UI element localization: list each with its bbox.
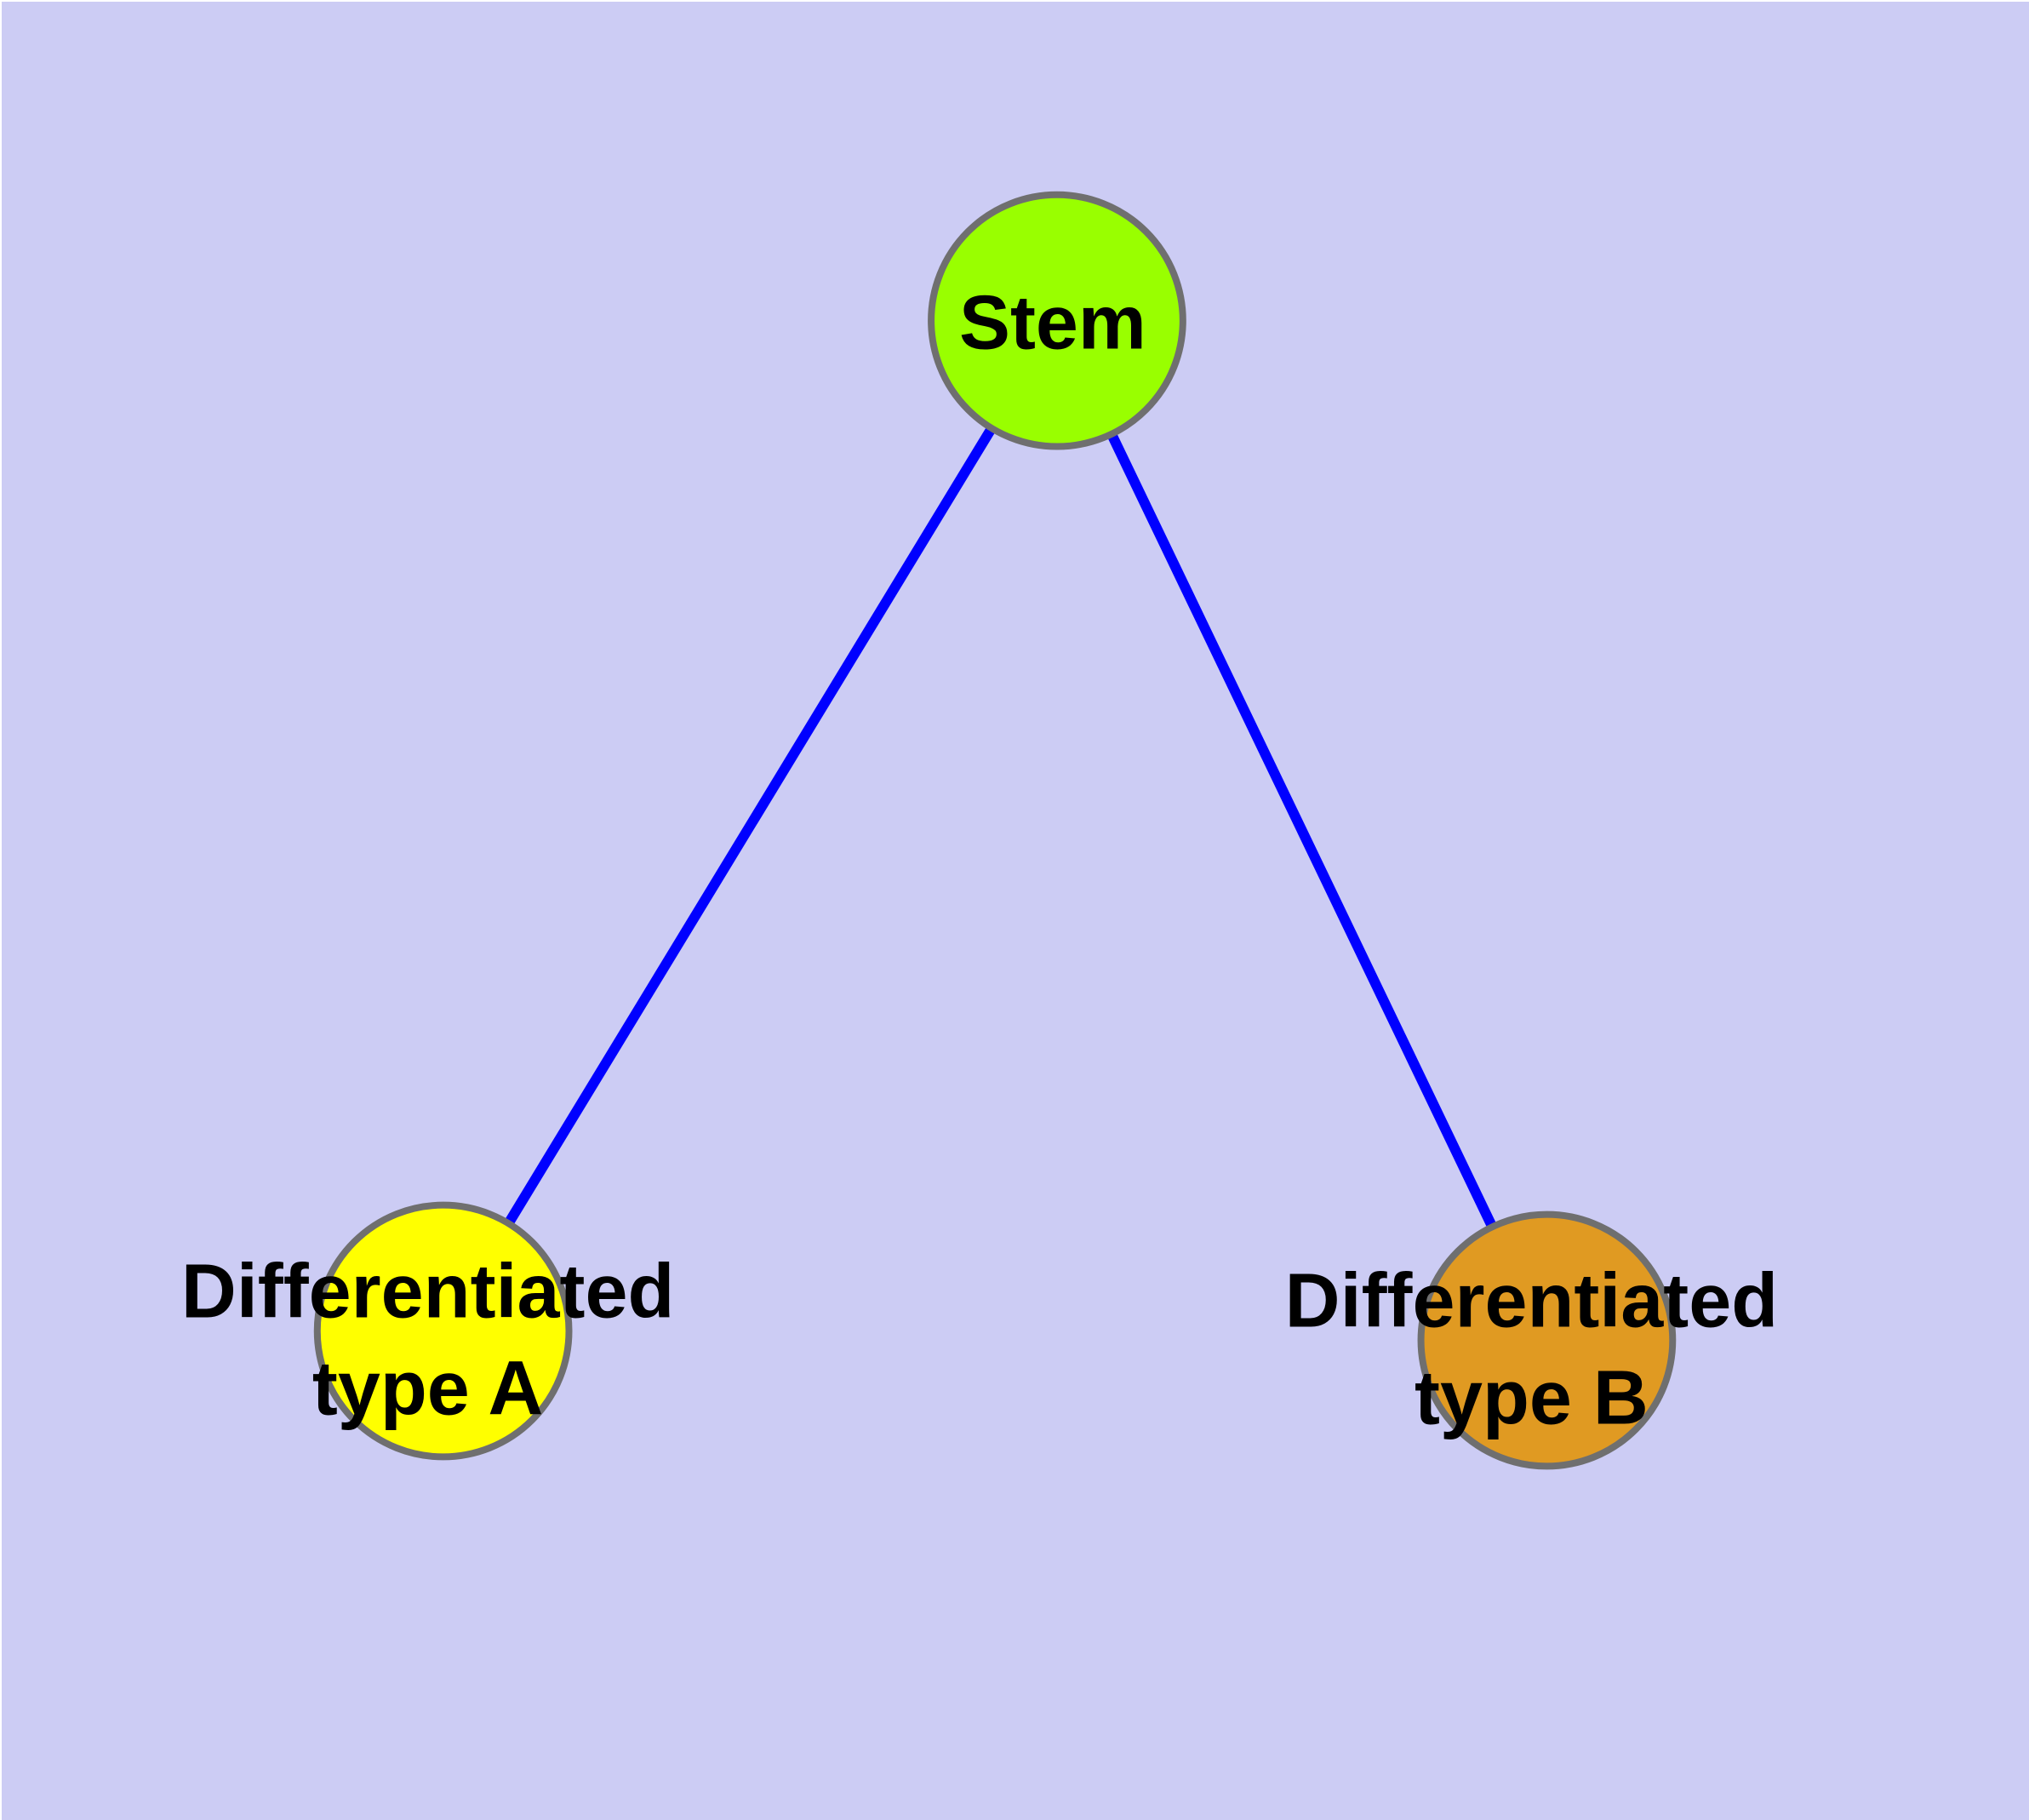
node-type-b-circle bbox=[1417, 1210, 1677, 1470]
node-type-a-circle bbox=[313, 1201, 573, 1461]
edge-stem-type-b bbox=[1052, 318, 1552, 1343]
node-type-a-label-line2: type A bbox=[312, 1346, 543, 1431]
node-type-b-label-line2: type B bbox=[1415, 1355, 1649, 1440]
node-type-a-label-line1: Differentiated bbox=[181, 1250, 674, 1335]
edge-stem-type-a bbox=[438, 318, 1062, 1334]
node-type-b-label-line1: Differentiated bbox=[1285, 1259, 1778, 1344]
node-stem-label: Stem bbox=[959, 281, 1146, 366]
node-stem-circle bbox=[928, 191, 1186, 450]
